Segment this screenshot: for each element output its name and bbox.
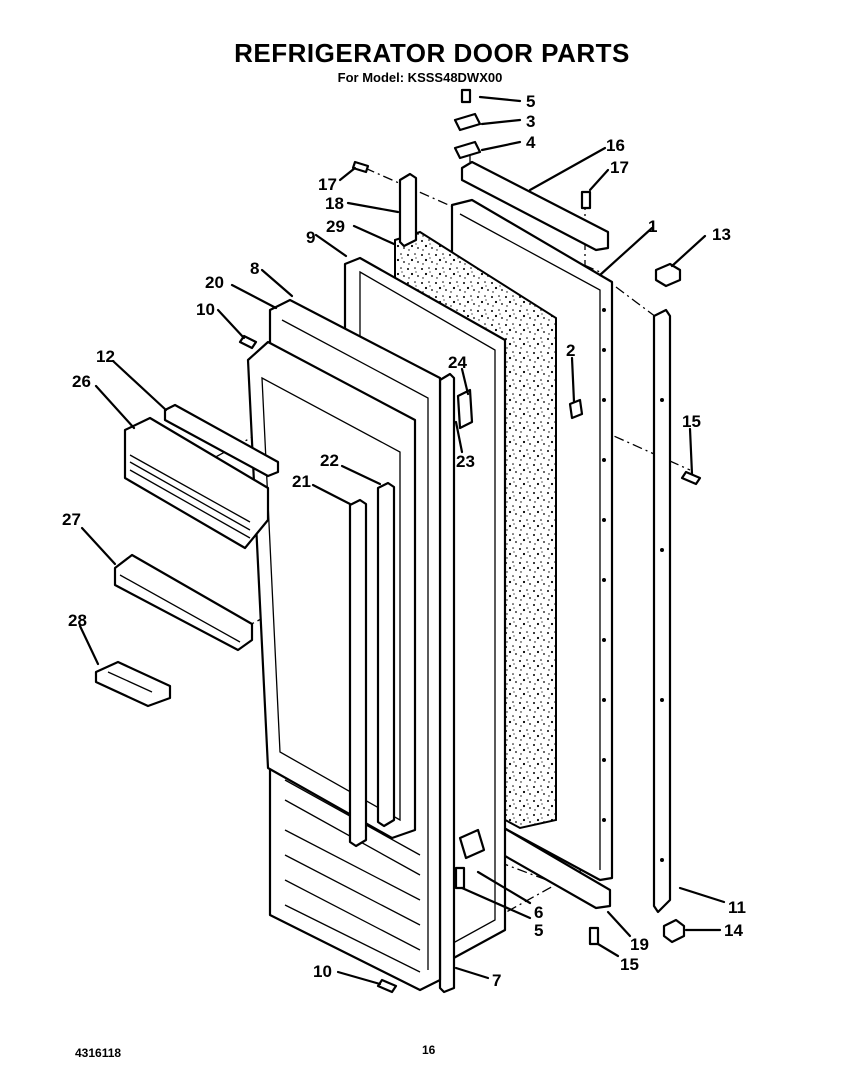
callout-2: 2 bbox=[566, 341, 575, 360]
callout-14: 14 bbox=[724, 921, 743, 940]
part-28-butter-tray bbox=[94, 660, 172, 708]
document-number: 4316118 bbox=[75, 1046, 122, 1060]
callout-18: 18 bbox=[325, 194, 344, 213]
callout-15-bottom: 15 bbox=[620, 955, 639, 974]
callout-9: 9 bbox=[306, 228, 315, 247]
callout-1: 1 bbox=[648, 217, 657, 236]
callout-8: 8 bbox=[250, 259, 259, 278]
callout-26: 26 bbox=[72, 372, 91, 391]
callout-27: 27 bbox=[62, 510, 81, 529]
callout-29: 29 bbox=[326, 217, 345, 236]
callout-17-left: 17 bbox=[318, 175, 337, 194]
door-panel-screw-holes bbox=[602, 308, 606, 822]
inner-liner-front-panel bbox=[246, 340, 417, 840]
callout-22: 22 bbox=[320, 451, 339, 470]
callout-24: 24 bbox=[448, 353, 467, 372]
callout-4: 4 bbox=[526, 133, 536, 152]
part-22-bin-rail bbox=[376, 481, 396, 828]
part-18-handle-rod bbox=[398, 172, 418, 248]
part-27-door-bin bbox=[113, 553, 254, 652]
part-11-side-rail bbox=[652, 308, 672, 914]
diagram-title: REFRIGERATOR DOOR PARTS bbox=[234, 38, 630, 68]
part-7-side-strip bbox=[438, 372, 456, 994]
callout-28: 28 bbox=[68, 611, 87, 630]
callout-5-bottom: 5 bbox=[534, 921, 543, 940]
callout-15-right: 15 bbox=[682, 412, 701, 431]
part-12-shelf-trim bbox=[163, 403, 280, 478]
callout-17-right: 17 bbox=[610, 158, 629, 177]
page-number: 16 bbox=[422, 1043, 436, 1057]
callout-leader-lines bbox=[78, 95, 726, 986]
callout-11: 11 bbox=[728, 898, 746, 917]
model-subtitle: For Model: KSSS48DWX00 bbox=[337, 70, 503, 85]
part-13-hinge-cap bbox=[654, 262, 682, 288]
part-26-dairy-door bbox=[123, 416, 270, 550]
callout-21: 21 bbox=[292, 472, 311, 491]
callout-10-bottom: 10 bbox=[313, 962, 332, 981]
callout-5-top: 5 bbox=[526, 92, 535, 111]
callout-labels: 5 3 4 16 17 17 18 29 9 1 13 8 20 10 2 24… bbox=[62, 92, 746, 990]
callout-16: 16 bbox=[606, 136, 625, 155]
callout-19: 19 bbox=[630, 935, 649, 954]
callout-6: 6 bbox=[534, 903, 543, 922]
callout-20: 20 bbox=[205, 273, 224, 292]
part-16-top-trim bbox=[460, 160, 610, 252]
callout-3: 3 bbox=[526, 112, 535, 131]
callout-7: 7 bbox=[492, 971, 501, 990]
part-21-bin-rail bbox=[348, 498, 368, 848]
part-14-bottom-cam bbox=[662, 918, 686, 944]
callout-10-top: 10 bbox=[196, 300, 215, 319]
callout-23: 23 bbox=[456, 452, 475, 471]
callout-13: 13 bbox=[712, 225, 731, 244]
callout-12: 12 bbox=[96, 347, 115, 366]
